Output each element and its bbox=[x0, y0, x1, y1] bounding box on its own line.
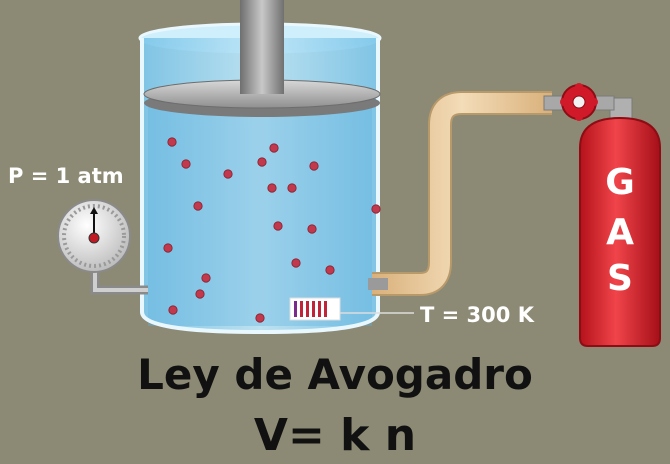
beaker-outline bbox=[140, 38, 380, 335]
gauge-pipe-highlight bbox=[93, 268, 148, 292]
diagram-title: Ley de Avogadro bbox=[137, 350, 533, 399]
gas-particle bbox=[255, 313, 265, 323]
gas-particle bbox=[181, 159, 191, 169]
thermometer-tick bbox=[300, 301, 303, 317]
gauge-needle-tip bbox=[90, 207, 98, 214]
gauge-hub bbox=[88, 232, 100, 244]
gas-region bbox=[148, 96, 372, 326]
gas-hose bbox=[372, 93, 552, 294]
gas-particle bbox=[307, 224, 317, 234]
gas-particle bbox=[201, 273, 211, 283]
gas-particles bbox=[163, 137, 381, 323]
avogadro-formula: V= k n bbox=[253, 410, 417, 461]
gas-particle bbox=[195, 289, 205, 299]
gas-particle bbox=[371, 204, 381, 214]
gas-particle bbox=[223, 169, 233, 179]
gas-particle bbox=[269, 143, 279, 153]
cylinder-letter-a: A bbox=[606, 212, 634, 253]
gas-particle bbox=[168, 305, 178, 315]
gas-particle bbox=[167, 137, 177, 147]
thermometer-tick bbox=[312, 301, 315, 317]
thermometer-tick bbox=[318, 301, 321, 317]
gas-particle bbox=[309, 161, 319, 171]
temperature-label: T = 300 K bbox=[420, 303, 534, 327]
thermometer-tick bbox=[306, 301, 309, 317]
gas-particle bbox=[287, 183, 297, 193]
thermometer-tick bbox=[324, 301, 327, 317]
cylinder-letter-g: G bbox=[605, 162, 635, 203]
gas-particle bbox=[291, 258, 301, 268]
gas-particle bbox=[193, 201, 203, 211]
gauge-scale bbox=[62, 204, 126, 268]
gas-particle bbox=[273, 221, 283, 231]
hose-connector bbox=[368, 278, 388, 290]
gas-particle bbox=[163, 243, 173, 253]
valve-wheel[interactable] bbox=[560, 83, 598, 121]
gas-cylinder bbox=[579, 116, 661, 347]
piston-rod-base bbox=[240, 76, 284, 94]
gas-particle bbox=[325, 265, 335, 275]
cylinder-letter-s: S bbox=[607, 258, 633, 299]
gas-particle bbox=[267, 183, 277, 193]
thermometer-tick bbox=[294, 301, 297, 317]
gas-particle bbox=[257, 157, 267, 167]
pressure-label: P = 1 atm bbox=[8, 164, 124, 188]
gas-hose-edge bbox=[372, 91, 552, 296]
